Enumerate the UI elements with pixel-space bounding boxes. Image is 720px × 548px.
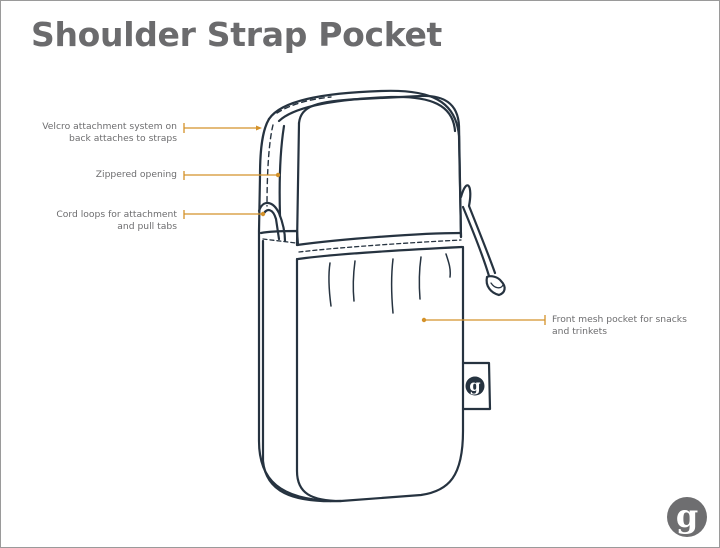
callout-mesh-label: Front mesh pocket for snacks and trinket…	[552, 314, 687, 338]
tag-logo-icon	[465, 376, 485, 396]
callout-zipper-line1: Zippered opening	[95, 169, 177, 180]
callout-cord-line1: Cord loops for attachment	[56, 209, 177, 220]
callout-velcro-line1: Velcro attachment system on	[42, 121, 177, 132]
brand-logo: g	[667, 497, 707, 537]
brand-tag: g	[465, 376, 485, 396]
callout-cord-line2: and pull tabs	[117, 221, 177, 232]
callout-mesh-line1: Front mesh pocket for snacks	[552, 314, 687, 325]
pouch-outline	[257, 89, 506, 503]
brand-logo-glyph: g	[676, 497, 698, 535]
page-title: Shoulder Strap Pocket	[31, 15, 443, 54]
brand-logo-icon	[667, 497, 707, 537]
callout-velcro-label: Velcro attachment system on back attache…	[42, 121, 177, 145]
callout-lines	[183, 123, 546, 325]
tag-logo-glyph: g	[469, 376, 480, 395]
callout-velcro-line2: back attaches to straps	[68, 133, 177, 144]
callout-cord-label: Cord loops for attachment and pull tabs	[56, 209, 177, 233]
callout-mesh-line2: and trinkets	[552, 326, 607, 337]
callout-zipper-label: Zippered opening	[96, 169, 177, 181]
